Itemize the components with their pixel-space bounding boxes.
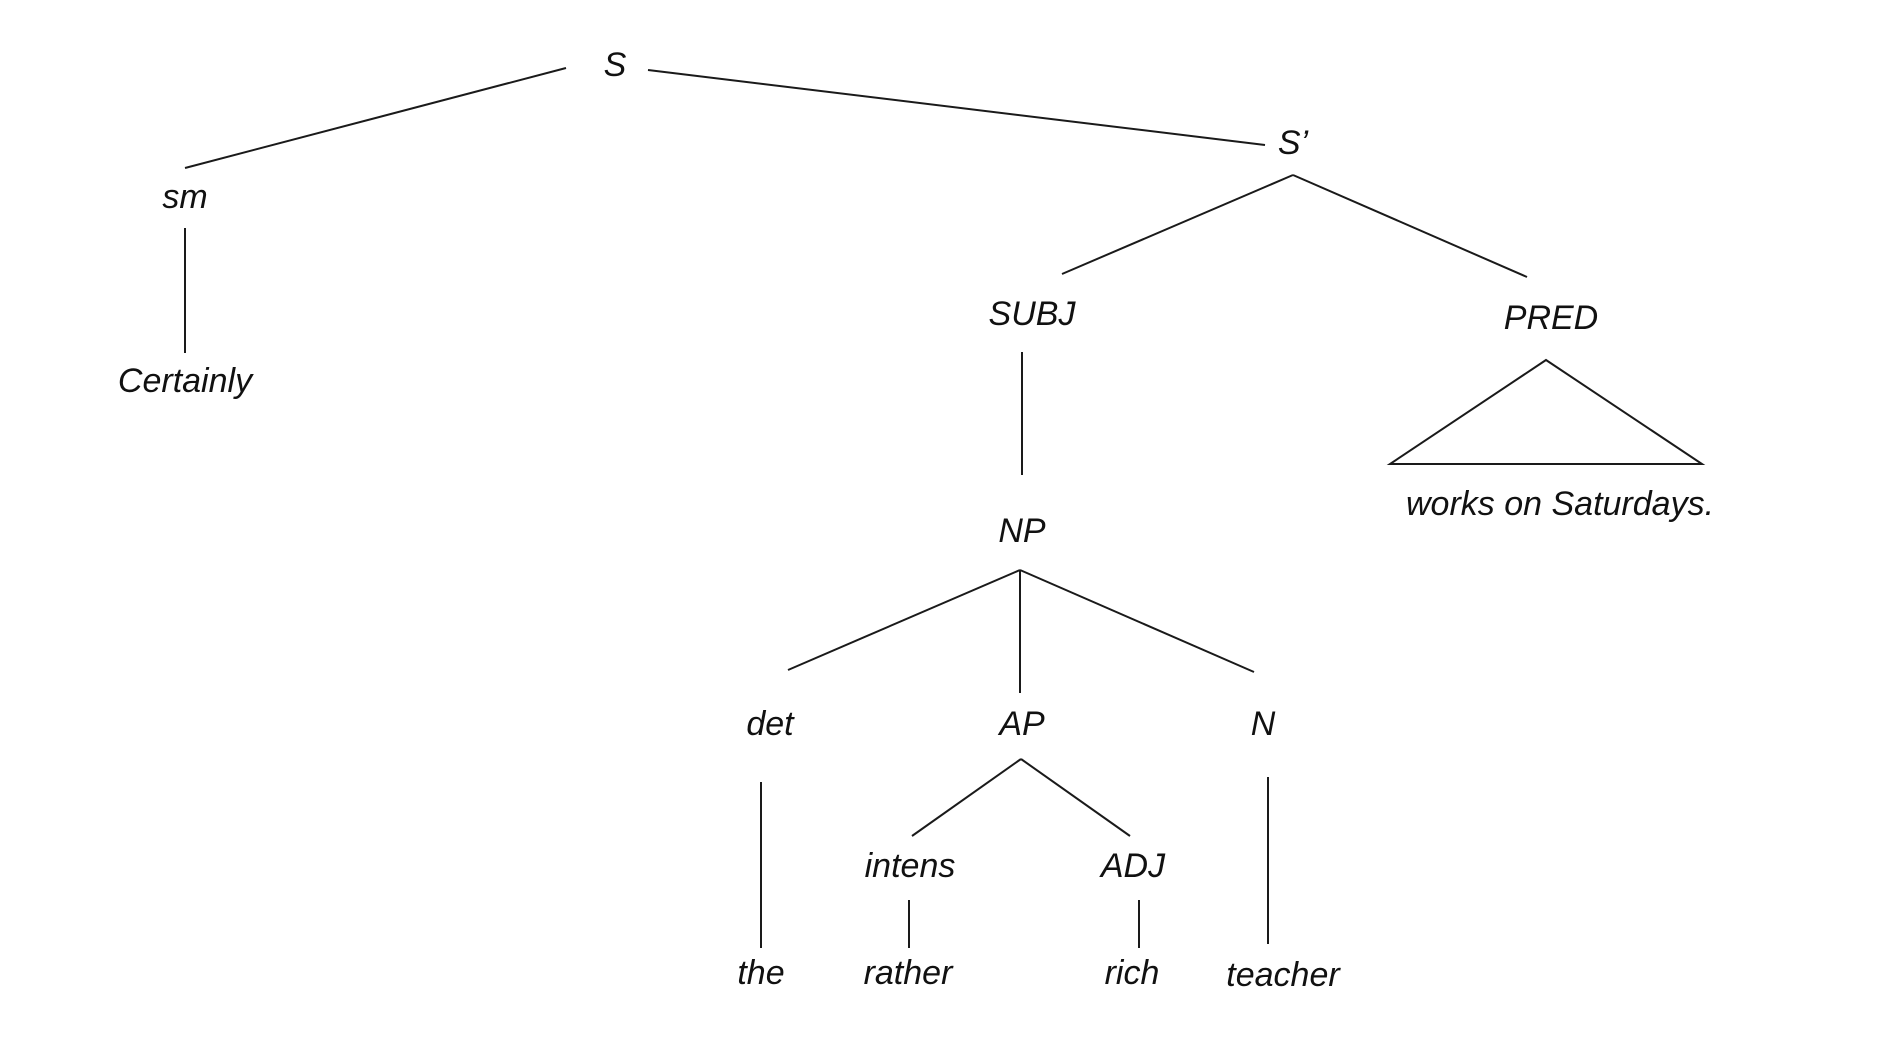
node-label-N: N bbox=[1251, 705, 1276, 743]
edge-AP-intens bbox=[911, 758, 1022, 837]
node-label-S-prime: S’ bbox=[1278, 124, 1309, 162]
edge-AP-ADJ bbox=[1020, 758, 1131, 837]
leaf-label-pred-phrase: works on Saturdays. bbox=[1406, 485, 1714, 523]
leaf-label-certainly: Certainly bbox=[118, 362, 254, 400]
tree-branches bbox=[184, 67, 1706, 948]
leaf-label-rather: rather bbox=[864, 954, 954, 992]
node-label-AP: AP bbox=[997, 705, 1045, 743]
node-label-NP: NP bbox=[998, 512, 1046, 550]
edge-NP-det bbox=[787, 569, 1021, 671]
edge-S-Sprime bbox=[647, 69, 1266, 146]
node-label-PRED: PRED bbox=[1504, 299, 1598, 337]
leaf-label-the: the bbox=[737, 954, 784, 992]
leaf-label-teacher: teacher bbox=[1226, 956, 1341, 994]
leaf-label-rich: rich bbox=[1105, 954, 1160, 992]
node-label-S: S bbox=[604, 46, 627, 84]
node-label-sm: sm bbox=[162, 178, 207, 216]
node-label-ADJ: ADJ bbox=[1099, 847, 1166, 885]
tree-labels: S sm Certainly S’ SUBJ PRED works on Sat… bbox=[118, 46, 1714, 994]
edge-Sprime-SUBJ bbox=[1061, 174, 1294, 275]
node-label-SUBJ: SUBJ bbox=[989, 295, 1077, 333]
edge-S-sm bbox=[184, 67, 567, 169]
edge-Sprime-PRED bbox=[1292, 174, 1528, 278]
node-label-intens: intens bbox=[865, 847, 956, 885]
edge-NP-N bbox=[1019, 569, 1255, 673]
node-label-det: det bbox=[746, 705, 795, 743]
edge-PRED-triangle bbox=[1386, 358, 1706, 465]
